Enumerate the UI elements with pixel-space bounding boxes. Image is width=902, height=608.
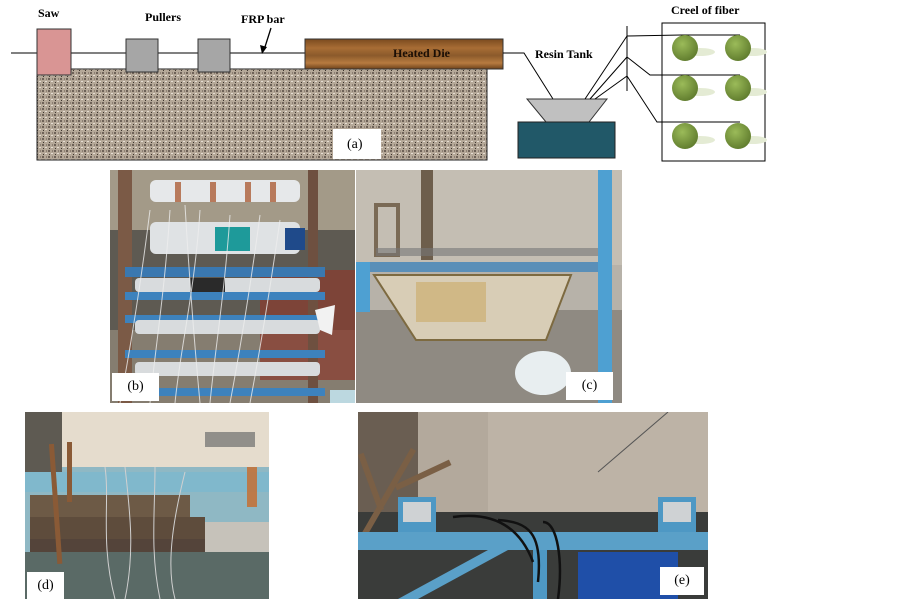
- photo-e-art: [358, 412, 708, 599]
- frp-arrow: [263, 27, 272, 51]
- fiber-to-die: [503, 52, 554, 100]
- photo-c-art: [356, 170, 622, 403]
- photo-e-pullers: (e): [358, 412, 708, 599]
- puller-block-1: [125, 38, 159, 73]
- photo-b-art: [110, 170, 355, 403]
- pullers-label: Pullers: [145, 10, 181, 24]
- resin-tank-box: [517, 121, 616, 159]
- creel-label: Creel of fiber: [671, 3, 740, 17]
- photo-b-tag: (b): [112, 373, 159, 401]
- frp-arrow-head: [260, 45, 267, 54]
- photo-c-tag: (c): [566, 372, 613, 400]
- spool: [725, 35, 751, 61]
- saw-label: Saw: [38, 6, 60, 20]
- diagram-a: Saw Pullers FRP bar Heated Die Resin Tan…: [0, 0, 902, 165]
- photo-d-art: [25, 412, 269, 599]
- spool: [725, 75, 751, 101]
- resin-tank-label: Resin Tank: [535, 47, 593, 61]
- spool-group: [672, 35, 767, 149]
- panel-a-box: [333, 129, 381, 159]
- spool: [672, 35, 698, 61]
- spool: [725, 123, 751, 149]
- photo-d-heated-die: (d): [25, 412, 269, 599]
- photo-e-tag: (e): [660, 567, 704, 595]
- photo-d-tag: (d): [27, 572, 64, 599]
- resin-funnel: [525, 98, 609, 123]
- diagram-lines: [11, 22, 767, 162]
- photo-c-resin-tank: (c): [356, 170, 622, 403]
- frp-bar-label: FRP bar: [241, 12, 285, 26]
- heated-die-block: [304, 38, 504, 70]
- heated-die-label: Heated Die: [393, 46, 450, 60]
- machine-base: [36, 68, 488, 161]
- spool: [672, 75, 698, 101]
- panel-a-tag: (a): [347, 137, 363, 152]
- puller-block-2: [197, 38, 231, 73]
- photo-b-creel: (b): [110, 170, 355, 403]
- spool: [672, 123, 698, 149]
- saw-block: [36, 28, 72, 76]
